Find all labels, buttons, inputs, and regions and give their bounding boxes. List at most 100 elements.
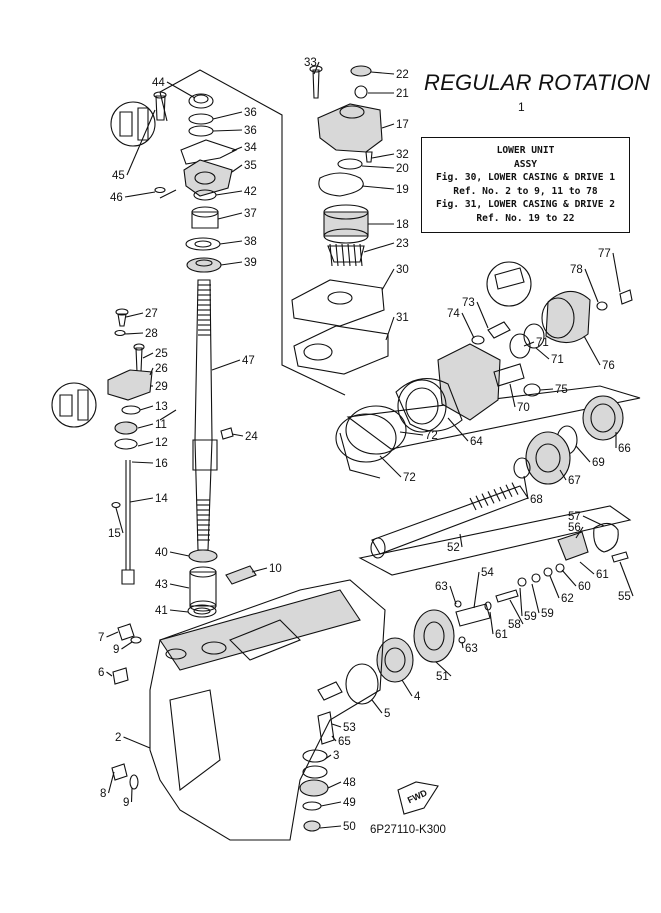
- leader-line: [124, 332, 144, 335]
- bearing-37: [191, 211, 219, 229]
- spring-59: [517, 577, 527, 587]
- washer-46: [154, 186, 166, 194]
- shift-rod-support-29: [107, 369, 153, 401]
- leader-line: [385, 316, 395, 341]
- part-number-label: 52: [447, 542, 460, 554]
- leader-line: [489, 611, 494, 635]
- pin-60: [555, 563, 565, 573]
- leader-line: [583, 335, 601, 366]
- leader-line: [166, 81, 196, 99]
- impeller-23: [327, 245, 365, 263]
- leader-line: [324, 754, 332, 760]
- group-boundary-line: [339, 432, 381, 479]
- leader-line: [461, 641, 464, 649]
- shaft-spline: [481, 493, 489, 506]
- pinion-48: [299, 779, 329, 797]
- part-number-label: 66: [618, 443, 631, 455]
- leader-line: [107, 771, 115, 794]
- shaft-spline: [475, 495, 483, 509]
- part-number-label: 44: [152, 77, 165, 89]
- leader-line: [381, 123, 395, 129]
- part-number-label: 11: [155, 419, 167, 431]
- leader-line: [211, 359, 241, 371]
- leader-line: [401, 679, 413, 697]
- leader-line: [137, 423, 154, 429]
- leader-line: [131, 461, 154, 464]
- part-number-label: 70: [517, 402, 530, 414]
- bolt-27-head: [115, 308, 129, 316]
- grommet-22: [350, 65, 372, 77]
- part-number-label: 51: [436, 671, 449, 683]
- pin-55: [611, 551, 629, 563]
- gasket-31-hole: [303, 343, 333, 361]
- leader-line: [106, 671, 113, 677]
- part-number-label: 41: [155, 605, 168, 617]
- leader-line: [370, 71, 395, 75]
- leader-line: [579, 561, 595, 575]
- leader-line: [319, 825, 342, 829]
- lower-casing-2-cavity: [229, 619, 301, 661]
- part-number-label: 20: [396, 163, 409, 175]
- part-number-label: 50: [343, 821, 356, 833]
- washer-38: [185, 237, 221, 251]
- part-number-label: 9: [123, 797, 129, 809]
- part-number-label: 39: [244, 257, 257, 269]
- part-number-label: 78: [570, 264, 583, 276]
- part-number-label: 4: [414, 691, 421, 703]
- leader-line: [169, 609, 189, 613]
- leader-line: [313, 61, 320, 75]
- bearing-37-top: [191, 206, 219, 218]
- leader-line: [523, 475, 529, 500]
- part-number-label: 55: [618, 591, 631, 603]
- info-line: Fig. 30, LOWER CASING & DRIVE 1: [435, 172, 616, 184]
- shaft-spline: [499, 486, 507, 500]
- leader-line: [449, 585, 457, 605]
- leader-line: [371, 153, 395, 159]
- group-boundary-line: [159, 69, 346, 396]
- detail-circle: [110, 101, 156, 147]
- leader-line: [142, 352, 154, 359]
- leader-line: [535, 347, 550, 360]
- leader-line: [169, 551, 190, 557]
- bushing-11: [114, 421, 138, 435]
- shaft-spline: [505, 484, 513, 498]
- part-number-label: 37: [244, 208, 257, 220]
- oil-seal-36: [188, 113, 214, 125]
- oring-20: [337, 158, 363, 170]
- leader-line: [251, 567, 268, 573]
- reverse-gear-67: [525, 431, 571, 485]
- oil-seal-36: [188, 125, 214, 137]
- leader-line: [549, 575, 560, 599]
- leader-line: [371, 699, 383, 714]
- nut-6: [112, 667, 129, 685]
- part-number-label: 72: [425, 430, 438, 442]
- leader-line: [125, 312, 144, 318]
- bearing-76: [545, 290, 591, 344]
- shaft-spline: [469, 497, 477, 511]
- washer-68: [513, 457, 531, 479]
- leader-line: [619, 561, 634, 597]
- part-number-label: 56: [568, 522, 581, 534]
- seal-71: [523, 323, 545, 349]
- leader-line: [320, 801, 342, 807]
- part-number-label: 14: [155, 493, 168, 505]
- leader-line: [126, 109, 156, 176]
- part-number-label: 32: [396, 149, 409, 161]
- part-number-label: 28: [145, 328, 158, 340]
- detail-symbol: [137, 107, 149, 141]
- part-number-label: 75: [555, 384, 568, 396]
- impeller-vane: [335, 243, 339, 267]
- part-number-label: 17: [396, 119, 409, 131]
- insert-18-bottom: [323, 228, 369, 244]
- bolt-25-head: [133, 343, 145, 351]
- leader-line: [139, 405, 154, 411]
- part-number-label: 21: [396, 88, 409, 100]
- detail-circle: [51, 382, 97, 428]
- detail-symbol: [119, 111, 133, 137]
- leader-line: [115, 507, 124, 534]
- lower-casing-2-deck: [159, 589, 361, 671]
- lower-casing-2-skeg: [169, 689, 221, 792]
- leader-line: [121, 641, 133, 650]
- group-boundary-line: [358, 505, 632, 576]
- seal-13: [121, 405, 141, 415]
